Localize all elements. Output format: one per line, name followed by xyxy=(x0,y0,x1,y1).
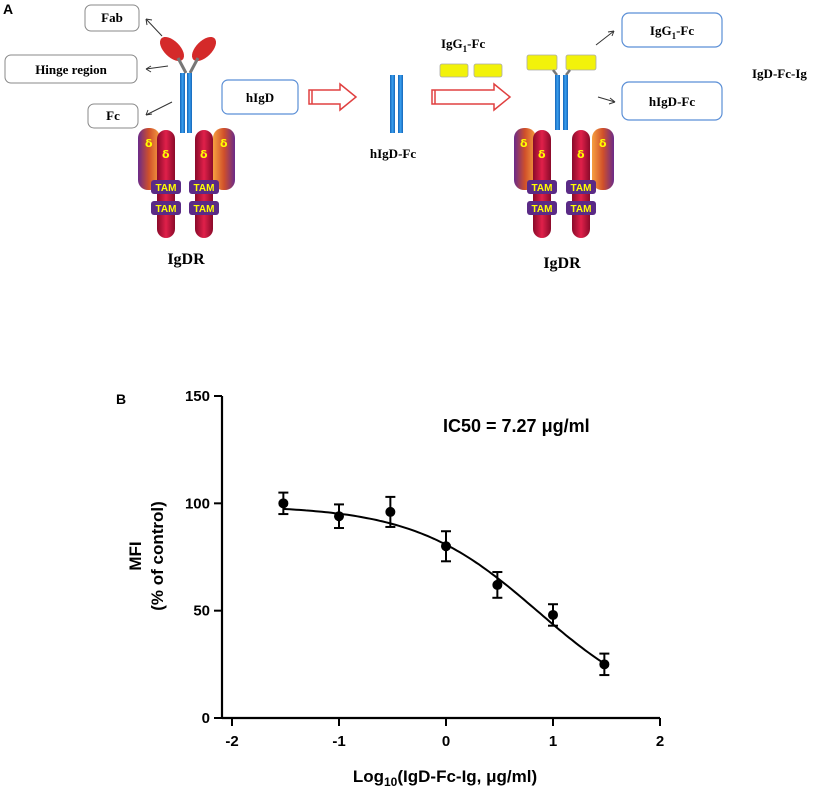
delta-chain-1 xyxy=(514,128,536,190)
fc-label: Fc xyxy=(106,108,120,123)
fusion-fc-chain-b xyxy=(563,75,568,130)
fusion-igg1-block-right xyxy=(565,54,597,71)
x-tick-label: -2 xyxy=(225,733,238,750)
process-arrow-2 xyxy=(431,82,512,112)
higd-fc-box-label: hIgD-Fc xyxy=(649,94,695,109)
hinge-right xyxy=(188,57,200,74)
itam-box xyxy=(566,201,596,215)
itam-label: TAM xyxy=(571,204,592,215)
itam-label: TAM xyxy=(194,183,215,194)
fc-chain-b xyxy=(187,73,192,133)
itam-box xyxy=(189,201,219,215)
data-point xyxy=(441,541,451,552)
y-tick-label: 50 xyxy=(193,603,210,620)
data-point xyxy=(548,609,558,620)
x-tick-label: 2 xyxy=(656,733,664,750)
igdr-right-label: IgDR xyxy=(543,255,581,272)
data-point xyxy=(334,511,344,522)
hinge-label: Hinge region xyxy=(35,62,107,77)
delta-symbol: δ xyxy=(200,148,208,161)
delta-chain-1 xyxy=(138,128,160,190)
process-arrow-1 xyxy=(308,82,358,112)
itam-label: TAM xyxy=(156,183,177,194)
fc-chain-a xyxy=(180,73,185,133)
itam-box xyxy=(189,180,219,194)
itam-label: TAM xyxy=(156,204,177,215)
fab-arm-left xyxy=(159,36,185,62)
fusion-igg1-block-left xyxy=(526,54,558,71)
delta-symbol: δ xyxy=(220,137,228,150)
itam-box xyxy=(151,201,181,215)
igg1-fc-box: IgG1-Fc xyxy=(621,12,723,48)
dose-response-chart: 0 50 100 150 -2 -1 0 1 2 xyxy=(185,388,664,750)
itam-label: TAM xyxy=(532,204,553,215)
left-igdr-receptor: δ δ δ δ TAM TAM TAM TAM xyxy=(138,128,235,238)
itam-box xyxy=(527,180,557,194)
delta-chain-4 xyxy=(592,128,614,190)
higd-fc-chain-a xyxy=(390,75,395,133)
data-point xyxy=(385,506,396,517)
data-point xyxy=(492,579,503,590)
fab-arm-right xyxy=(191,36,217,62)
y-tick-label: 100 xyxy=(185,495,210,512)
delta-symbol: δ xyxy=(145,137,153,150)
delta-symbol: δ xyxy=(577,148,585,161)
higd-fc-box: hIgD-Fc xyxy=(621,81,723,121)
y-axis-title-line1: MFI xyxy=(126,541,145,570)
y-axis-title-line2: (% of control) xyxy=(148,501,167,611)
higd-fc-mid-label: hIgD-Fc xyxy=(370,146,416,161)
label-pointers xyxy=(145,18,173,116)
panel-b-letter: B xyxy=(116,391,126,407)
delta-symbol: δ xyxy=(538,148,546,161)
x-tick-label: 0 xyxy=(442,733,450,750)
igg1-fc-top-label: IgG1-Fc xyxy=(441,36,485,54)
delta-symbol: δ xyxy=(520,137,528,150)
delta-symbol: δ xyxy=(162,148,170,161)
x-axis-title: Log10(IgD-Fc-Ig, μg/ml) xyxy=(353,767,537,788)
igd-fc-ig-label: IgD-Fc-Ig xyxy=(752,66,807,81)
fusion-fc-chain-a xyxy=(555,75,560,130)
fab-label: Fab xyxy=(101,10,123,25)
right-igdr-receptor: δ δ δ δ TAM TAM TAM TAM xyxy=(514,128,614,238)
itam-label: TAM xyxy=(194,204,215,215)
left-antibody xyxy=(159,36,217,133)
x-tick-label: 1 xyxy=(549,733,557,750)
itam-label: TAM xyxy=(532,183,553,194)
itam-label: TAM xyxy=(571,183,592,194)
itam-box xyxy=(527,201,557,215)
itam-box xyxy=(566,180,596,194)
data-point xyxy=(599,659,610,670)
x-tick-label: -1 xyxy=(332,733,345,750)
higd-fc-middle xyxy=(390,75,403,133)
panel-a-letter: A xyxy=(3,1,13,17)
hinge-label-box: Hinge region xyxy=(4,54,138,84)
higd-label: hIgD xyxy=(246,90,274,105)
delta-chain-4 xyxy=(213,128,235,190)
data-point xyxy=(278,498,289,509)
fc-label-box: Fc xyxy=(87,103,139,129)
hinge-left xyxy=(176,57,188,74)
igg1-fc-box-label: IgG1-Fc xyxy=(650,23,694,41)
igd-fc-ig-fusion xyxy=(526,54,597,130)
higd-box: hIgD xyxy=(221,79,299,115)
igg1-fc-block xyxy=(439,63,469,78)
y-tick-label: 0 xyxy=(202,710,210,727)
higd-fc-chain-b xyxy=(398,75,403,133)
right-pointers xyxy=(595,30,616,105)
delta-symbol: δ xyxy=(599,137,607,150)
ic50-annotation: IC50 = 7.27 μg/ml xyxy=(443,416,590,436)
igg1-fc-block xyxy=(473,63,503,78)
fab-label-box: Fab xyxy=(84,4,140,32)
itam-box xyxy=(151,180,181,194)
igdr-left-label: IgDR xyxy=(167,251,205,268)
y-tick-label: 150 xyxy=(185,388,210,405)
